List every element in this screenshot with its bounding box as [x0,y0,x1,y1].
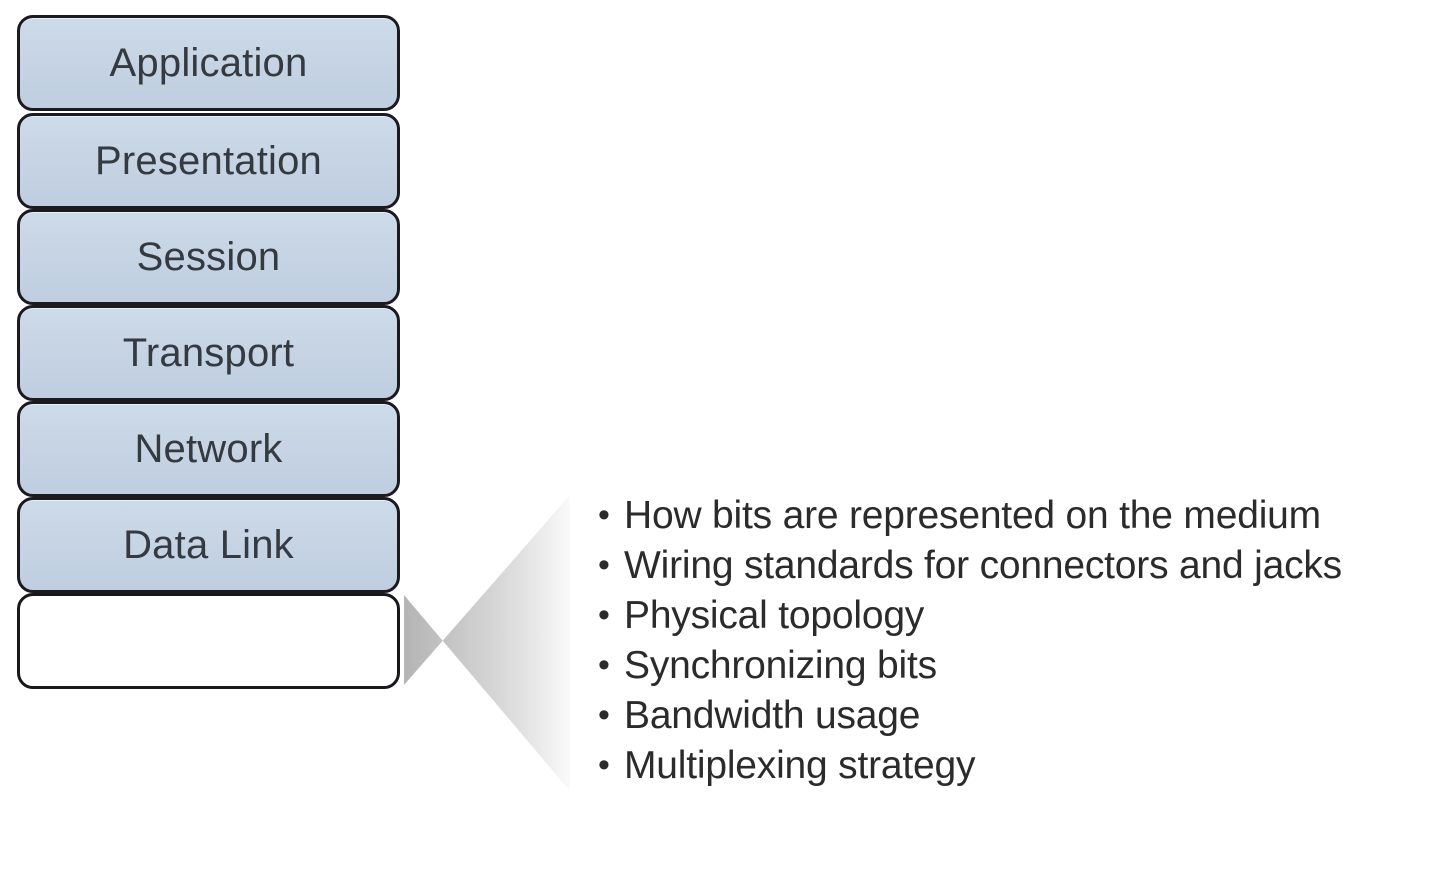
osi-layer-empty-physical[interactable] [17,593,400,689]
physical-layer-detail-list: • How bits are represented on the medium… [598,492,1418,792]
bullet-icon: • [598,546,610,584]
bullet-icon: • [598,646,610,684]
list-item: • Synchronizing bits [598,642,1418,692]
list-item: • Wiring standards for connectors and ja… [598,542,1418,592]
osi-layer-data-link[interactable]: Data Link [17,497,400,593]
osi-layer-label: Transport [122,331,295,375]
list-item: • Multiplexing strategy [598,742,1418,792]
list-item: • Bandwidth usage [598,692,1418,742]
osi-layer-session[interactable]: Session [17,209,400,305]
list-item-text: Bandwidth usage [624,694,921,737]
bullet-icon: • [598,496,610,534]
list-item: • Physical topology [598,592,1418,642]
list-item-text: Synchronizing bits [624,644,937,687]
bullet-icon: • [598,746,610,784]
osi-layer-label: Application [109,41,308,85]
osi-layer-label: Data Link [123,523,294,567]
bullet-icon: • [598,596,610,634]
osi-layer-stack: Application Presentation Session Transpo… [17,15,400,690]
list-item-text: Multiplexing strategy [624,744,976,787]
bullet-icon: • [598,696,610,734]
osi-layer-network[interactable]: Network [17,401,400,497]
osi-layer-transport[interactable]: Transport [17,305,400,401]
osi-layer-label: Network [134,427,283,471]
osi-layer-label: Presentation [95,139,322,183]
list-item: • How bits are represented on the medium [598,492,1418,542]
list-item-text: Wiring standards for connectors and jack… [624,544,1342,587]
osi-layer-application[interactable]: Application [17,15,400,111]
osi-layer-label: Session [136,235,281,279]
osi-layer-presentation[interactable]: Presentation [17,113,400,209]
list-item-text: How bits are represented on the medium [624,494,1321,537]
list-item-text: Physical topology [624,594,925,637]
callout-wedge-icon [398,487,578,799]
